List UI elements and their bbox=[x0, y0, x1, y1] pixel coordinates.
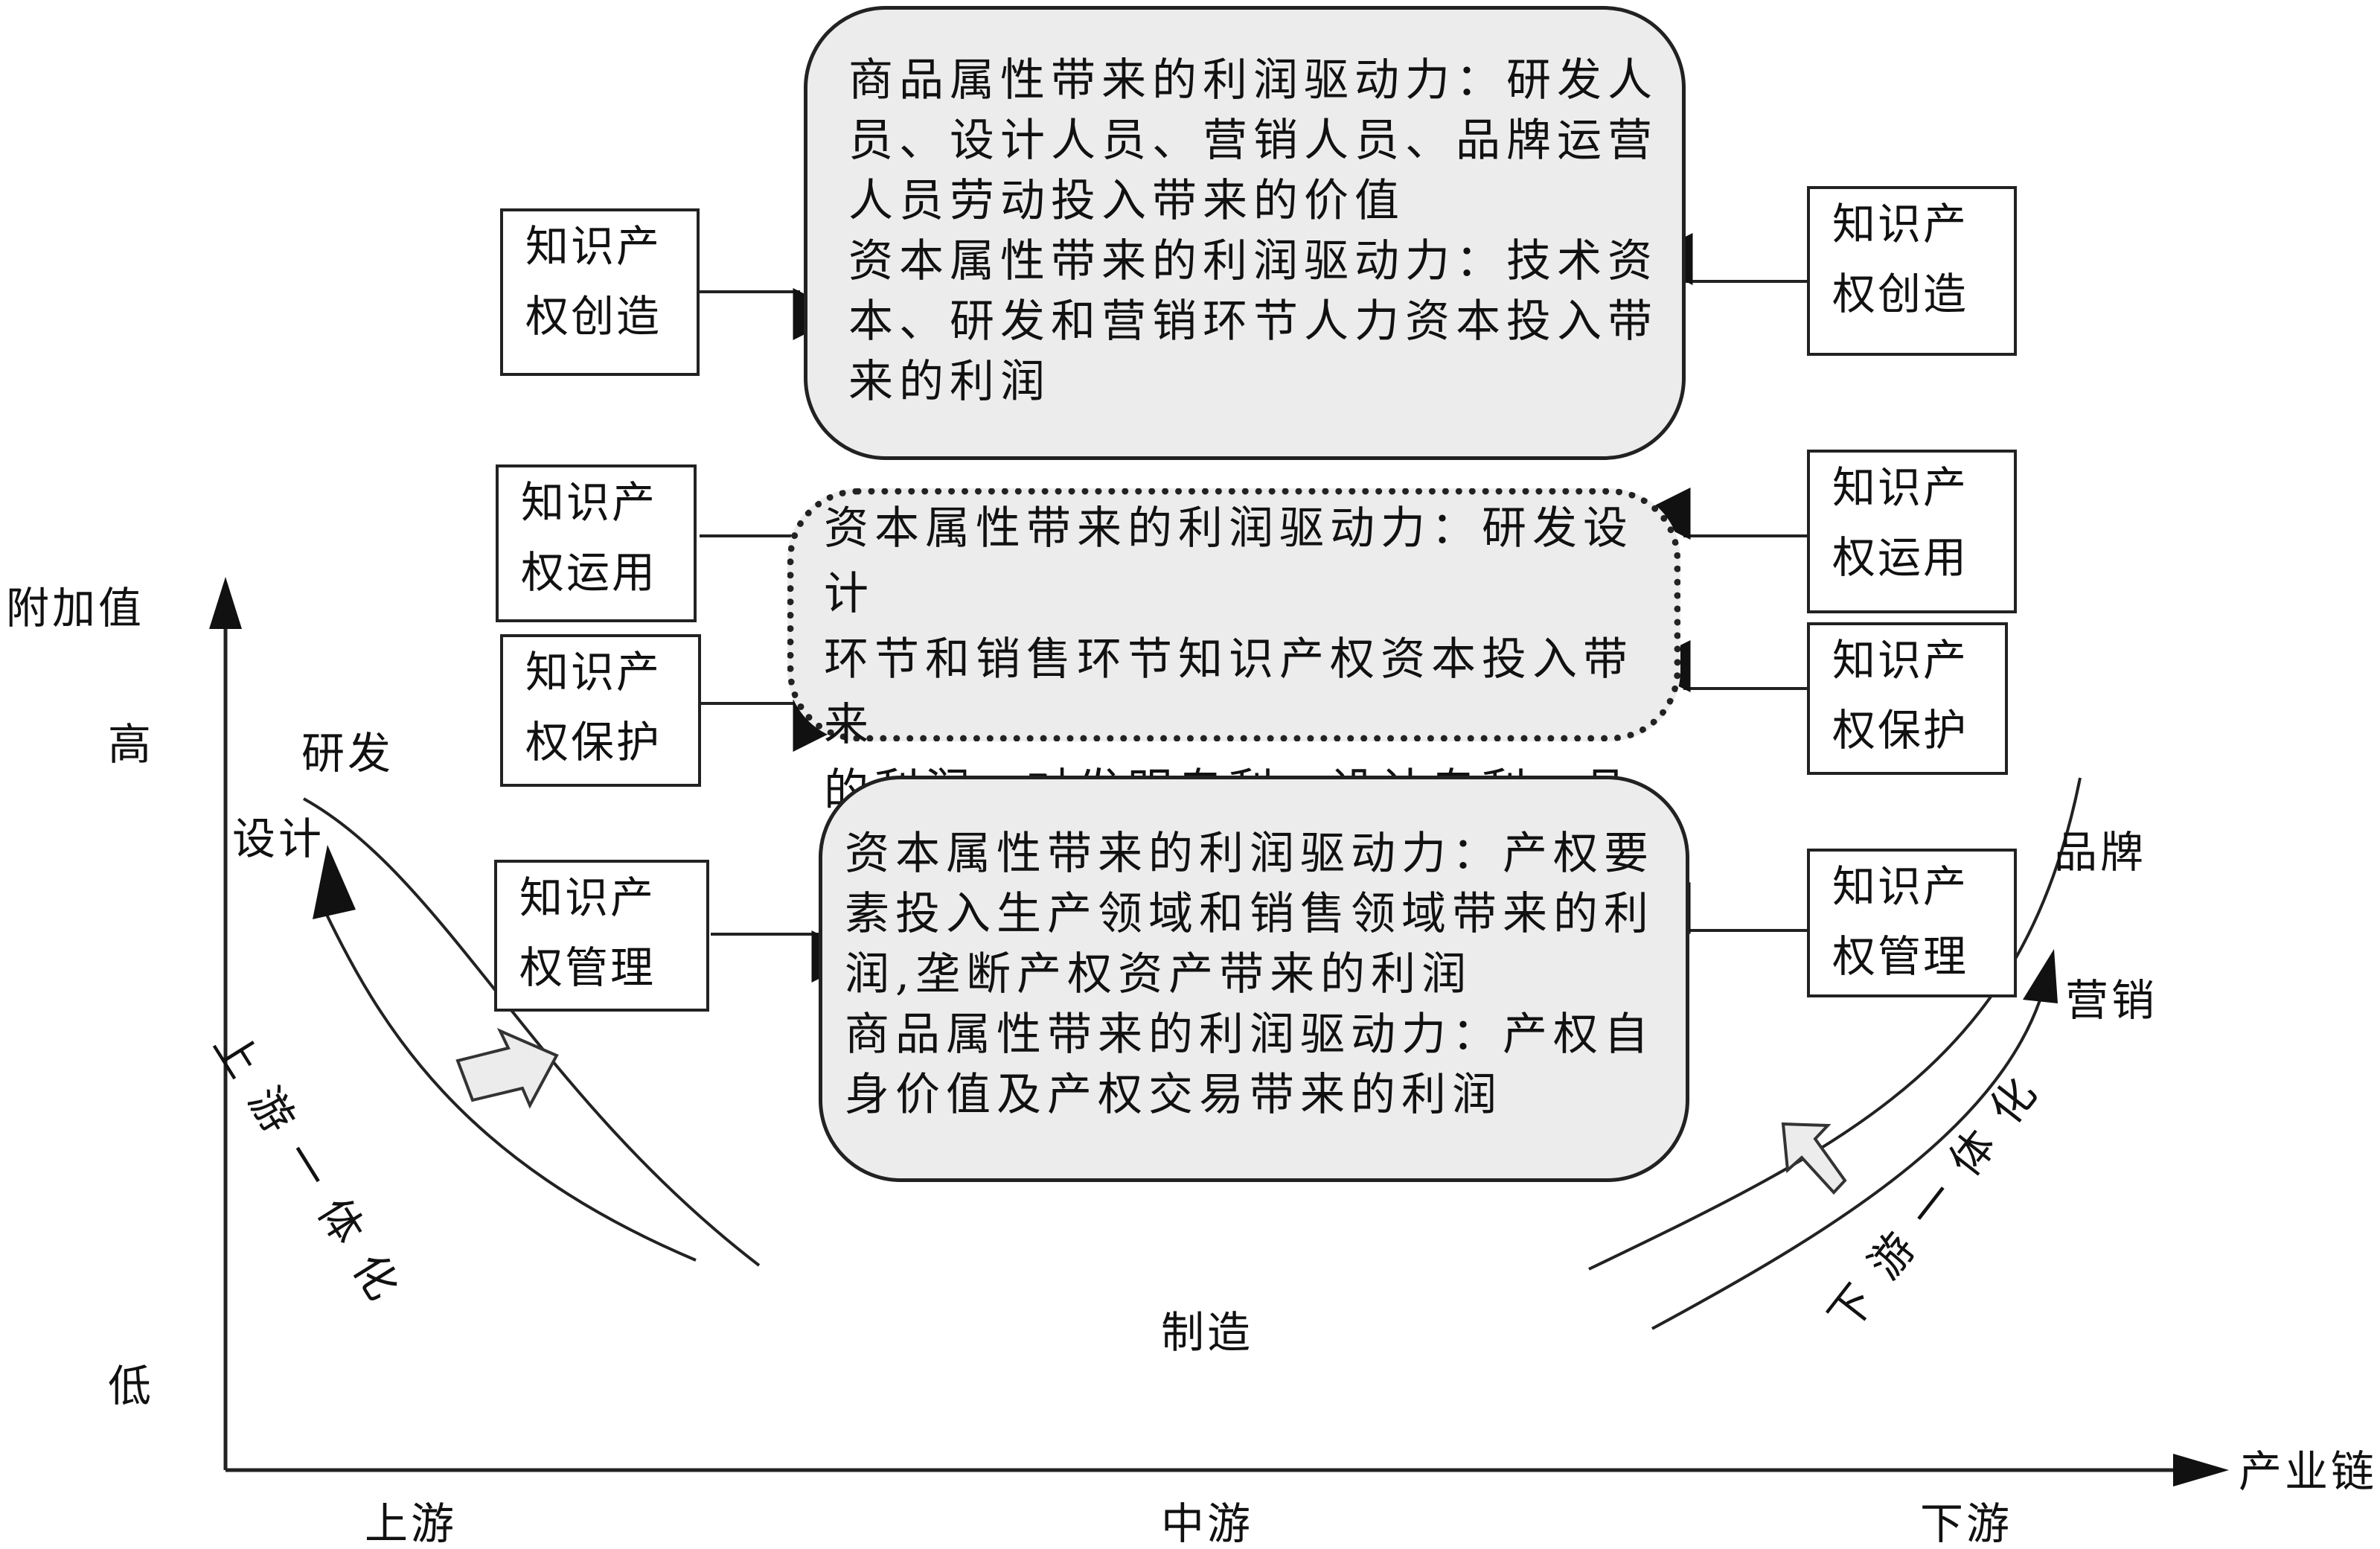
x-downstream-label: 下游 bbox=[1920, 1498, 2013, 1549]
downstream-shift-arrow bbox=[1781, 1122, 1847, 1195]
y-axis-arrowhead bbox=[209, 577, 242, 629]
upstream-curve-inner bbox=[319, 900, 697, 1262]
x-upstream-label: 上游 bbox=[365, 1498, 458, 1549]
ip-management-box-left: 知识产 权管理 bbox=[494, 860, 709, 1012]
ip-use-box-right: 知识产 权运用 bbox=[1807, 450, 2017, 613]
downstream-curve-inner bbox=[1651, 959, 2052, 1330]
design-label: 设计 bbox=[232, 814, 325, 864]
upstream-shift-arrow bbox=[455, 1028, 559, 1109]
marketing-label: 营销 bbox=[2065, 975, 2158, 1026]
ip-protection-box-left: 知识产 权保护 bbox=[500, 634, 701, 787]
ip-creation-box-left: 知识产 权创造 bbox=[500, 208, 700, 376]
y-low-label: 低 bbox=[108, 1361, 155, 1411]
y-high-label: 高 bbox=[108, 719, 155, 770]
profit-box-top: 商品属性带来的利润驱动力：研发人 员、设计人员、营销人员、品牌运营 人员劳动投入… bbox=[804, 6, 1686, 460]
downstream-integration-arrowhead bbox=[2023, 949, 2058, 1003]
downstream-curve-outer bbox=[1588, 777, 2082, 1271]
profit-box-bottom: 资本属性带来的利润驱动力：产权要 素投入生产领域和销售领域带来的利 润,垄断产权… bbox=[819, 776, 1689, 1182]
brand-label: 品牌 bbox=[2054, 827, 2147, 878]
ip-management-box-right: 知识产 权管理 bbox=[1807, 849, 2017, 997]
ip-protection-box-right: 知识产 权保护 bbox=[1807, 622, 2008, 775]
x-midstream-label: 中游 bbox=[1161, 1498, 1254, 1549]
rnd-label: 研发 bbox=[301, 728, 394, 779]
x-axis-label: 产业链 bbox=[2239, 1446, 2378, 1497]
profit-box-middle: 资本属性带来的利润驱动力：研发设计 环节和销售环节知识产权资本投入带来 的利润；… bbox=[787, 488, 1680, 882]
manufacturing-label: 制造 bbox=[1161, 1307, 1254, 1358]
y-axis-label: 附加值 bbox=[6, 583, 145, 633]
x-axis-arrowhead bbox=[2173, 1454, 2229, 1486]
ip-creation-box-right: 知识产 权创造 bbox=[1807, 186, 2017, 356]
ip-use-box-left: 知识产 权运用 bbox=[496, 464, 697, 622]
upstream-integration-arrowhead bbox=[313, 845, 356, 919]
